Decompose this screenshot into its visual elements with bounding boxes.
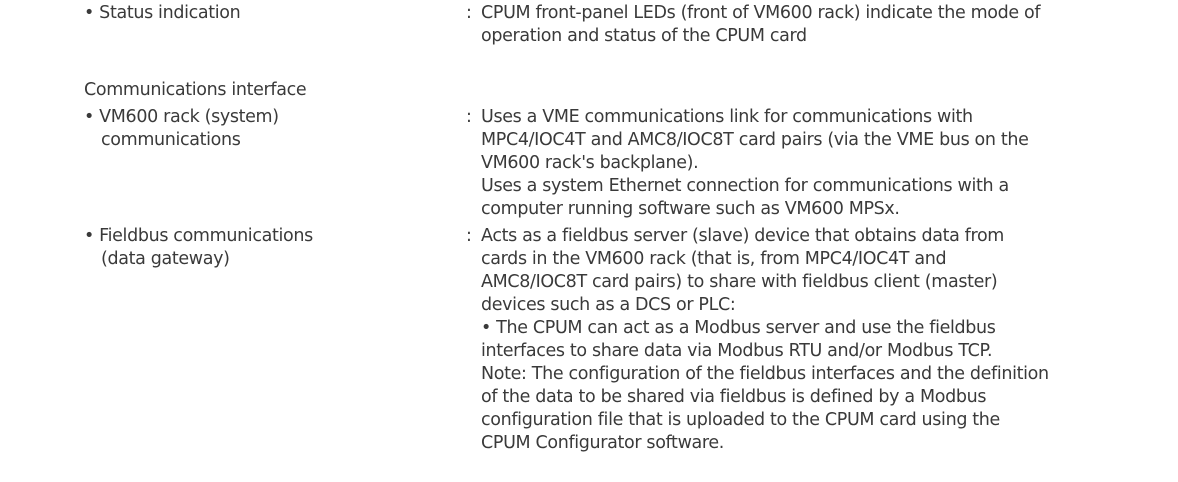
- rack-communications-value-line: computer running software such as VM600 …: [481, 199, 900, 219]
- colon-separator: :: [466, 3, 472, 23]
- rack-communications-value-line: Uses a VME communications link for commu…: [481, 107, 973, 127]
- colon-separator: :: [466, 107, 472, 127]
- rack-communications-value-line: MPC4/IOC4T and AMC8/IOC8T card pairs (vi…: [481, 130, 1029, 150]
- status-indication-label: • Status indication: [84, 3, 241, 23]
- fieldbus-value-line: of the data to be shared via fieldbus is…: [481, 387, 987, 407]
- status-indication-value-line: CPUM front-panel LEDs (front of VM600 ra…: [481, 3, 1041, 23]
- rack-communications-label: communications: [101, 130, 241, 150]
- fieldbus-value-line: configuration file that is uploaded to t…: [481, 410, 1000, 430]
- fieldbus-value-line: Acts as a fieldbus server (slave) device…: [481, 226, 1004, 246]
- colon-separator: :: [466, 226, 472, 246]
- fieldbus-value-line: cards in the VM600 rack (that is, from M…: [481, 249, 947, 269]
- fieldbus-communications-label: (data gateway): [101, 249, 230, 269]
- section-heading-communications-interface: Communications interface: [84, 80, 307, 100]
- fieldbus-value-line: AMC8/IOC8T card pairs) to share with fie…: [481, 272, 998, 292]
- fieldbus-value-line: Note: The configuration of the fieldbus …: [481, 364, 1049, 384]
- status-indication-value-line: operation and status of the CPUM card: [481, 26, 807, 46]
- fieldbus-communications-label: • Fieldbus communications: [84, 226, 313, 246]
- fieldbus-value-line: interfaces to share data via Modbus RTU …: [481, 341, 993, 361]
- rack-communications-value-line: VM600 rack's backplane).: [481, 153, 699, 173]
- rack-communications-label: • VM600 rack (system): [84, 107, 279, 127]
- fieldbus-value-line: • The CPUM can act as a Modbus server an…: [481, 318, 996, 338]
- fieldbus-value-line: CPUM Configurator software.: [481, 433, 724, 453]
- fieldbus-value-line: devices such as a DCS or PLC:: [481, 295, 736, 315]
- rack-communications-value-line: Uses a system Ethernet connection for co…: [481, 176, 1009, 196]
